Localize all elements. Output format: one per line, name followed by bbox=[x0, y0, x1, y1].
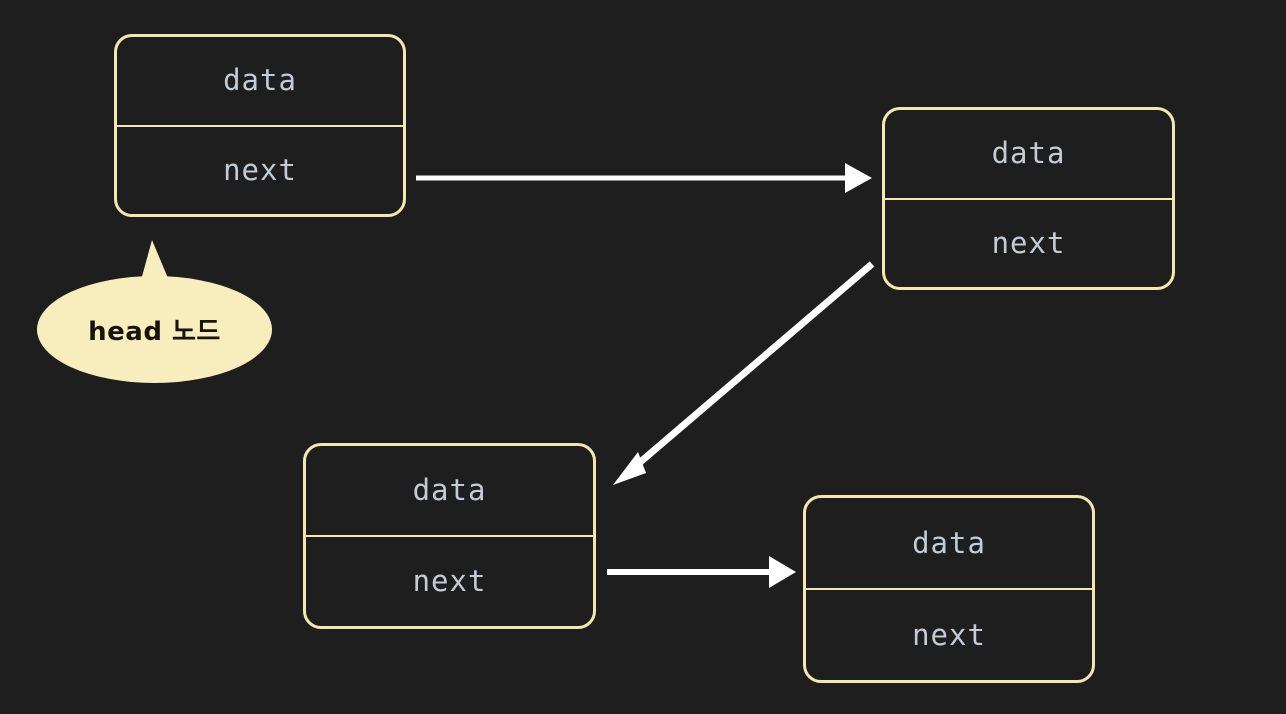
linked-list-node-4[interactable]: data next bbox=[803, 495, 1095, 683]
node-2-next-label: next bbox=[991, 225, 1066, 260]
node-4-next-label: next bbox=[912, 617, 986, 652]
node-1-data-cell: data bbox=[117, 37, 403, 127]
node-3-data-cell: data bbox=[306, 446, 593, 537]
arrow-node3-to-node4 bbox=[607, 556, 796, 588]
node-2-next-cell: next bbox=[885, 200, 1172, 288]
arrow-node2-to-node3 bbox=[613, 261, 875, 485]
node-3-next-label: next bbox=[412, 564, 487, 598]
node-4-data-cell: data bbox=[806, 498, 1092, 590]
node-1-next-cell: next bbox=[117, 127, 403, 215]
node-3-data-label: data bbox=[412, 473, 487, 507]
linked-list-node-3[interactable]: data next bbox=[303, 443, 596, 629]
node-4-next-cell: next bbox=[806, 590, 1092, 680]
linked-list-node-2[interactable]: data next bbox=[882, 107, 1175, 290]
node-2-data-label: data bbox=[991, 136, 1066, 171]
node-2-data-cell: data bbox=[885, 110, 1172, 200]
node-3-next-cell: next bbox=[306, 537, 593, 626]
node-1-data-label: data bbox=[223, 63, 297, 98]
arrow-node1-to-node2 bbox=[416, 163, 872, 193]
node-1-next-label: next bbox=[223, 152, 297, 187]
callout-label: head 노드 bbox=[88, 317, 221, 347]
node-4-data-label: data bbox=[912, 525, 986, 560]
callout-bubble bbox=[37, 276, 272, 383]
linked-list-node-1[interactable]: data next bbox=[114, 34, 406, 217]
callout-head-node[interactable]: head 노드 bbox=[37, 240, 272, 383]
